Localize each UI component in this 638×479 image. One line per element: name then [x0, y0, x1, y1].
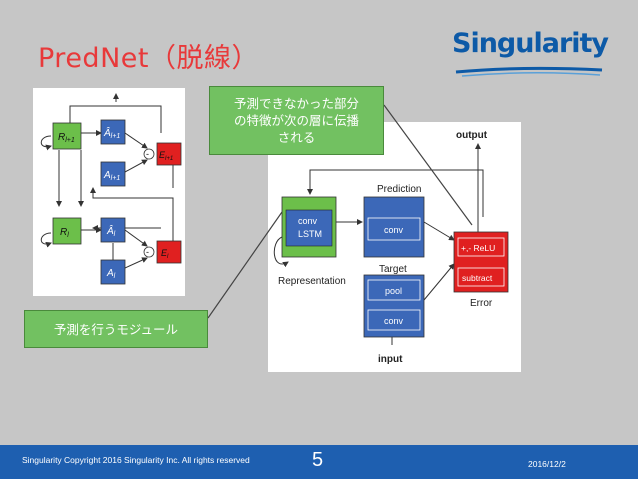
- input-label: input: [378, 354, 403, 365]
- footer-date: 2016/12/2: [528, 459, 566, 469]
- relu-label: +,- ReLU: [461, 243, 495, 253]
- ahat-lower-node: [100, 217, 126, 243]
- slide-title: PredNet（脱線）: [38, 43, 259, 74]
- representation-label: Representation: [278, 276, 346, 287]
- e-lower-label: El: [161, 248, 169, 260]
- conv-lstm-label-2: LSTM: [298, 229, 322, 239]
- subtract-lower-node: [143, 246, 155, 258]
- ahat-lower-label: Âl: [106, 224, 116, 238]
- prediction-conv-label: conv: [384, 225, 404, 235]
- target-pool-label: pool: [385, 286, 402, 296]
- a-lower-label: Al: [106, 268, 116, 280]
- callout-propagation-line-2: の特徴が次の層に伝播: [233, 113, 359, 128]
- conv-lstm-label-1: conv: [298, 216, 318, 226]
- footer-copyright: Singularity Copyright 2016 Singularity I…: [22, 455, 250, 465]
- r-lower-node: [52, 217, 82, 245]
- singularity-logo: Singularity: [452, 28, 609, 80]
- r-upper-node: [52, 122, 82, 150]
- prediction-conv-box: [367, 217, 421, 241]
- e-upper-node: [156, 142, 182, 166]
- target-pool-box: [367, 279, 421, 301]
- a-lower-node: [100, 259, 126, 285]
- callout-propagation-line-3: される: [277, 130, 316, 145]
- logo-text: Singularity: [452, 28, 609, 59]
- subtract-upper-label: -: [146, 149, 149, 159]
- prediction-label: Prediction: [377, 184, 421, 195]
- prednet-module-diagram: Rl+1 Âl+1 Al+1 - El+1 Rl Âl Al - El: [33, 88, 185, 296]
- subtract-box: [457, 267, 505, 287]
- logo-swoosh-icon: [455, 66, 603, 77]
- r-lower-label: Rl: [60, 227, 69, 239]
- relu-box: [457, 237, 505, 257]
- error-label: Error: [470, 298, 493, 309]
- e-upper-label: El+1: [159, 150, 173, 162]
- module-detail-diagram: output Prediction conv LSTM Representati…: [268, 122, 521, 372]
- output-label: output: [456, 130, 488, 141]
- ahat-upper-label: Âl+1: [103, 126, 120, 140]
- callout-propagation-line-1: 予測できなかった部分: [233, 96, 359, 111]
- subtract-upper-node: [143, 148, 155, 160]
- callout-prediction-module: 予測を行うモジュール: [24, 310, 208, 348]
- a-upper-node: [100, 161, 126, 187]
- a-upper-label: Al+1: [103, 170, 120, 182]
- subtract-lower-label: -: [146, 247, 149, 257]
- subtract-label: subtract: [462, 273, 493, 283]
- target-conv-box: [367, 309, 421, 331]
- callout-prediction-module-text: 予測を行うモジュール: [53, 322, 179, 337]
- callout-propagation: 予測できなかった部分 の特徴が次の層に伝播 される: [209, 86, 384, 155]
- footer-bar: Singularity Copyright 2016 Singularity I…: [0, 445, 638, 479]
- r-upper-label: Rl+1: [58, 132, 75, 144]
- footer-page-number: 5: [312, 449, 324, 471]
- e-lower-node: [156, 240, 182, 264]
- target-conv-label: conv: [384, 316, 404, 326]
- target-label: Target: [379, 264, 407, 275]
- conv-lstm-inner: [285, 209, 333, 247]
- ahat-upper-node: [100, 119, 126, 145]
